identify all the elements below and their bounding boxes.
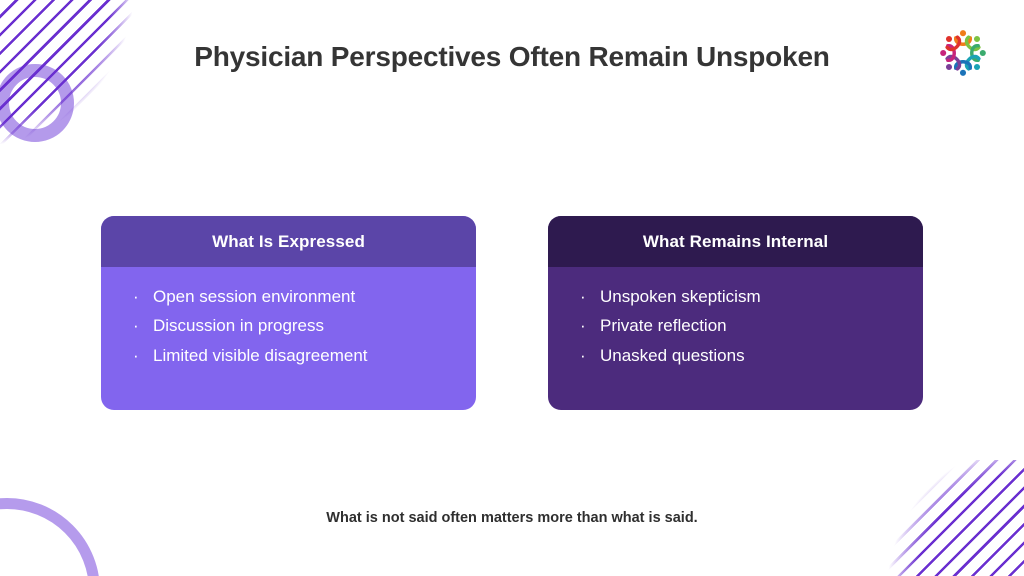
circle-of-people-logo-icon — [930, 20, 996, 86]
card-expressed: What Is Expressed · Open session environ… — [101, 216, 476, 410]
card-internal-body: · Unspoken skepticism · Private reflecti… — [548, 267, 923, 369]
list-item: · Discussion in progress — [131, 313, 454, 339]
bullet-dot-icon: · — [133, 316, 139, 336]
bullet-list: · Open session environment · Discussion … — [131, 284, 454, 369]
bullet-list: · Unspoken skepticism · Private reflecti… — [578, 284, 901, 369]
bullet-dot-icon: · — [580, 287, 586, 306]
page-title: Physician Perspectives Often Remain Unsp… — [194, 41, 830, 72]
card-internal: What Remains Internal · Unspoken skeptic… — [548, 216, 923, 410]
footer-note: What is not said often matters more than… — [326, 510, 698, 526]
diagonal-stripes-icon — [0, 0, 132, 144]
card-internal-header: What Remains Internal — [548, 216, 923, 267]
list-item: · Open session environment — [131, 284, 454, 310]
list-item: · Unspoken skepticism — [578, 284, 901, 310]
list-item-label: Unspoken skepticism — [600, 287, 761, 306]
card-expressed-header: What Is Expressed — [101, 216, 476, 267]
list-item-label: Open session environment — [153, 287, 356, 306]
list-item-label: Private reflection — [600, 316, 727, 336]
list-item-label: Limited visible disagreement — [153, 345, 368, 365]
bullet-dot-icon: · — [133, 287, 139, 306]
list-item-label: Unasked questions — [600, 345, 745, 365]
card-expressed-body: · Open session environment · Discussion … — [101, 267, 476, 369]
list-item: · Private reflection — [578, 313, 901, 339]
comparison-cards: What Is Expressed · Open session environ… — [101, 216, 925, 410]
list-item: · Unasked questions — [578, 343, 901, 369]
list-item-label: Discussion in progress — [153, 316, 325, 336]
ring-outline-icon — [0, 64, 74, 142]
bullet-dot-icon: · — [580, 345, 586, 365]
bullet-dot-icon: · — [580, 316, 586, 336]
list-item: · Limited visible disagreement — [131, 343, 454, 369]
bullet-dot-icon: · — [133, 345, 139, 365]
